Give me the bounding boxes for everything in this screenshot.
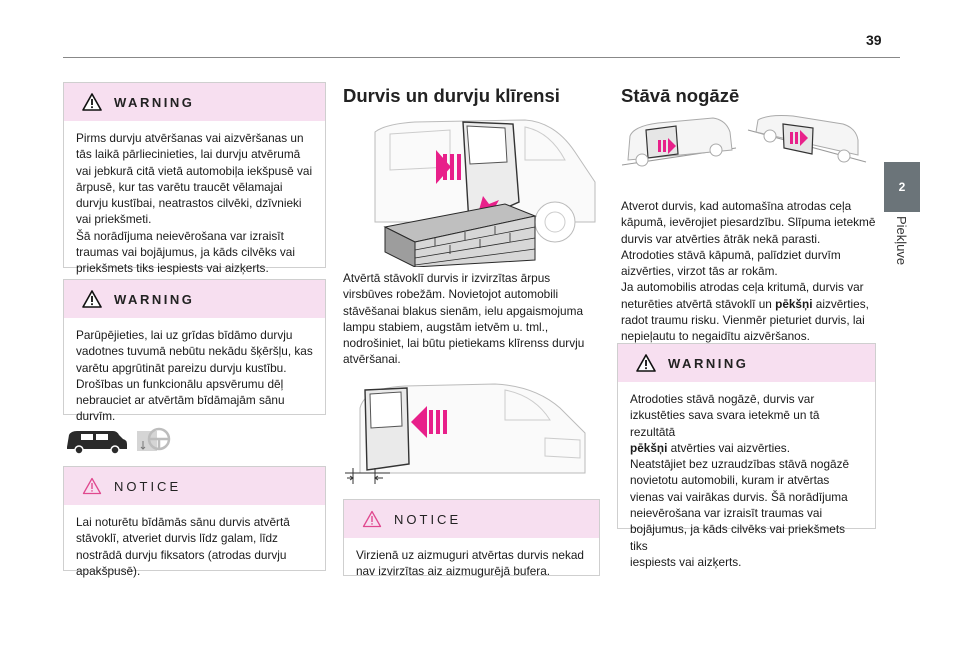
notice-triangle-icon <box>362 510 382 528</box>
text-line: tās laikā pārliecinieties, lai durvju at… <box>76 147 301 162</box>
warning-title: WARNING <box>668 355 749 371</box>
warning-title: WARNING <box>114 94 195 110</box>
van-icons-illustration <box>67 427 171 455</box>
text-line: neturēties atvērtā stāvoklī un pēkšņi ai… <box>621 296 883 312</box>
van-downhill-illustration <box>747 115 867 163</box>
rear-clearance-illustration <box>345 383 586 484</box>
text-line: apakšpusē). <box>76 563 141 578</box>
magenta-arrow-icon <box>658 138 676 154</box>
notice-box-left: NOTICE Lai noturētu bīdāmās sānu durvis … <box>63 466 326 578</box>
warning-triangle-icon <box>636 354 656 372</box>
notice-triangle-icon <box>82 477 102 495</box>
text-line: vadotnes tuvumā nebūtu nekādu šķēršļu, k… <box>76 344 313 359</box>
notice-title: NOTICE <box>114 478 182 494</box>
warning-text: Atrodoties stāvā nogāzē, durvis var izku… <box>618 382 875 580</box>
warning-box-right: WARNING Atrodoties stāvā nogāzē, durvis … <box>617 343 876 569</box>
van-side-icon <box>67 431 127 455</box>
text-line: nodrošiniet, lai būtu pietiekams klīrens… <box>343 336 585 351</box>
text-line: Ja automobilis atrodas ceļa kritumā, dur… <box>621 280 864 295</box>
text-span: aizvērties, <box>812 296 869 311</box>
notice-text: Lai noturētu bīdāmās sānu durvis atvērtā… <box>64 505 325 589</box>
steering-wheel-icon <box>137 427 171 451</box>
text-line: bojājumus, ja kāds cilvēks vai priekšmet… <box>630 522 846 553</box>
text-line: kāpumā, ievērojiet piesardzību. Slīpuma … <box>621 215 876 230</box>
text-line: Drošības un funkcionālu apsvērumu dēļ <box>76 376 284 391</box>
chapter-label: Piekļuve <box>894 216 909 266</box>
notice-title: NOTICE <box>394 511 462 527</box>
warning-triangle-icon <box>82 290 102 308</box>
warning-header: WARNING <box>64 280 325 318</box>
notice-box-middle: NOTICE Virzienā uz aizmuguri atvērtas du… <box>343 499 600 578</box>
warning-box-1: WARNING Pirms durvju atvēršanas vai aizv… <box>63 82 326 275</box>
text-line: atvēršanai. <box>343 352 401 367</box>
header-rule <box>63 57 900 58</box>
warning-text: Pirms durvju atvēršanas vai aizvēršanas … <box>64 121 325 287</box>
notice-text: Virzienā uz aizmuguri atvērtas durvis ne… <box>344 538 599 590</box>
text-line: Atverot durvis, kad automašīna atrodas c… <box>621 199 852 213</box>
text-line: nebrauciet ar atvērtām bīdāmajām sānu <box>76 393 285 408</box>
brick-wall-icon <box>383 203 537 267</box>
text-line: virsbūves robežām. Novietojot automobili <box>343 287 559 302</box>
notice-header: NOTICE <box>344 500 599 538</box>
text-line: durvīm. <box>76 409 116 424</box>
magenta-arrow-icon <box>436 150 461 184</box>
text-line: Virzienā uz aizmuguri atvērtas durvis ne… <box>356 548 584 562</box>
emphasis-text: pēkšņi <box>630 440 668 455</box>
warning-title: WARNING <box>114 291 195 307</box>
van-uphill-illustration <box>621 117 737 167</box>
text-line: Atrodoties stāvā nogāzē, durvis var <box>630 392 815 406</box>
door-clearance-text: Atvērtā stāvoklī durvis ir izvirzītas ār… <box>343 270 598 368</box>
slope-text: Atverot durvis, kad automašīna atrodas c… <box>621 198 883 345</box>
text-line: neievērošana var izraisīt traumas vai <box>630 506 823 521</box>
magenta-arrow-icon <box>411 406 447 438</box>
text-line: stāvoklī, atveriet durvis līdz galam, lī… <box>76 531 278 546</box>
text-line: Atrodoties stāvā kāpumā, palīdziet durvī… <box>621 247 841 262</box>
text-line: nepieļautu to negaidītu aizvēršanos. <box>621 329 810 344</box>
text-line: novietotu automobili, kuram ir atvērtas <box>630 473 830 488</box>
text-line: durvju kustībai, neatrastos cilvēki, dzī… <box>76 196 302 211</box>
text-line: Lai noturētu bīdāmās sānu durvis atvērtā <box>76 515 290 529</box>
text-line: radot traumu risku. Vienmēr pieturiet du… <box>621 313 865 328</box>
text-line: iespiests vai aizķerts. <box>630 554 742 569</box>
chapter-tab-number: 2 <box>898 180 906 194</box>
text-line: vai jebkurā citā vietā automobiļa iekšpu… <box>76 163 313 178</box>
text-line: varētu apgrūtināt pareizu durvju kustību… <box>76 360 287 375</box>
text-line: Neatstājiet bez uzraudzības stāvā nogāzē <box>630 457 850 472</box>
text-line: pēkšņi atvērties vai aizvērties. <box>630 440 865 456</box>
section-title-slope: Stāvā nogāzē <box>621 85 740 106</box>
text-line: vai priekšmeti. <box>76 212 152 227</box>
text-span: neturēties atvērtā stāvoklī un <box>621 296 776 311</box>
warning-header: WARNING <box>618 344 875 382</box>
text-line: ārpusē, kur tas varētu traucēt vēlamajai <box>76 179 283 194</box>
text-line: priekšmets tiks iespiests vai aizķerts. <box>76 261 269 276</box>
text-line: nav izvirzītas aiz aizmugurējā bufera. <box>356 564 551 579</box>
magenta-arrow-icon <box>790 130 808 146</box>
wall-clearance-illustration <box>374 119 596 267</box>
text-line: traumas vai bojājumus, ja kāds cilvēks v… <box>76 245 295 260</box>
notice-header: NOTICE <box>64 467 325 505</box>
text-span: atvērties vai aizvērties. <box>667 440 790 455</box>
text-line: Šā norādījuma neievērošana var izraisīt <box>76 228 284 243</box>
text-line: lampu stabiem, augstām ietvēm u. tml., <box>343 319 549 334</box>
warning-triangle-icon <box>82 93 102 111</box>
text-line: aizvērties, virzot tās ar rokām. <box>621 264 778 279</box>
text-line: stāvēšanai blakus sienām, ielu apgaismoj… <box>343 303 583 318</box>
text-line: izkustēties sava svara ietekmē un tā rez… <box>630 408 820 439</box>
section-title-door-clearance: Durvis un durvju klīrensi <box>343 85 560 106</box>
warning-text: Parūpējieties, lai uz grīdas bīdāmo durv… <box>64 318 325 435</box>
text-line: Pirms durvju atvēršanas vai aizvēršanas … <box>76 131 304 145</box>
text-line: Atvērtā stāvoklī durvis ir izvirzītas ār… <box>343 271 551 285</box>
page-number: 39 <box>866 32 882 48</box>
text-line: durvis var atvērties ātrāk nekā parasti. <box>621 231 821 246</box>
warning-box-2: WARNING Parūpējieties, lai uz grīdas bīd… <box>63 279 326 423</box>
text-line: vienas vai vairākas durvis. Šā norādījum… <box>630 489 848 504</box>
warning-header: WARNING <box>64 83 325 121</box>
emphasis-text: pēkšņi <box>775 296 813 311</box>
text-line: Parūpējieties, lai uz grīdas bīdāmo durv… <box>76 328 293 342</box>
slope-illustration <box>621 115 867 167</box>
chapter-tab[interactable]: 2 <box>884 162 920 212</box>
text-line: nostrādā durvju fiksators (atrodas durvj… <box>76 547 287 562</box>
